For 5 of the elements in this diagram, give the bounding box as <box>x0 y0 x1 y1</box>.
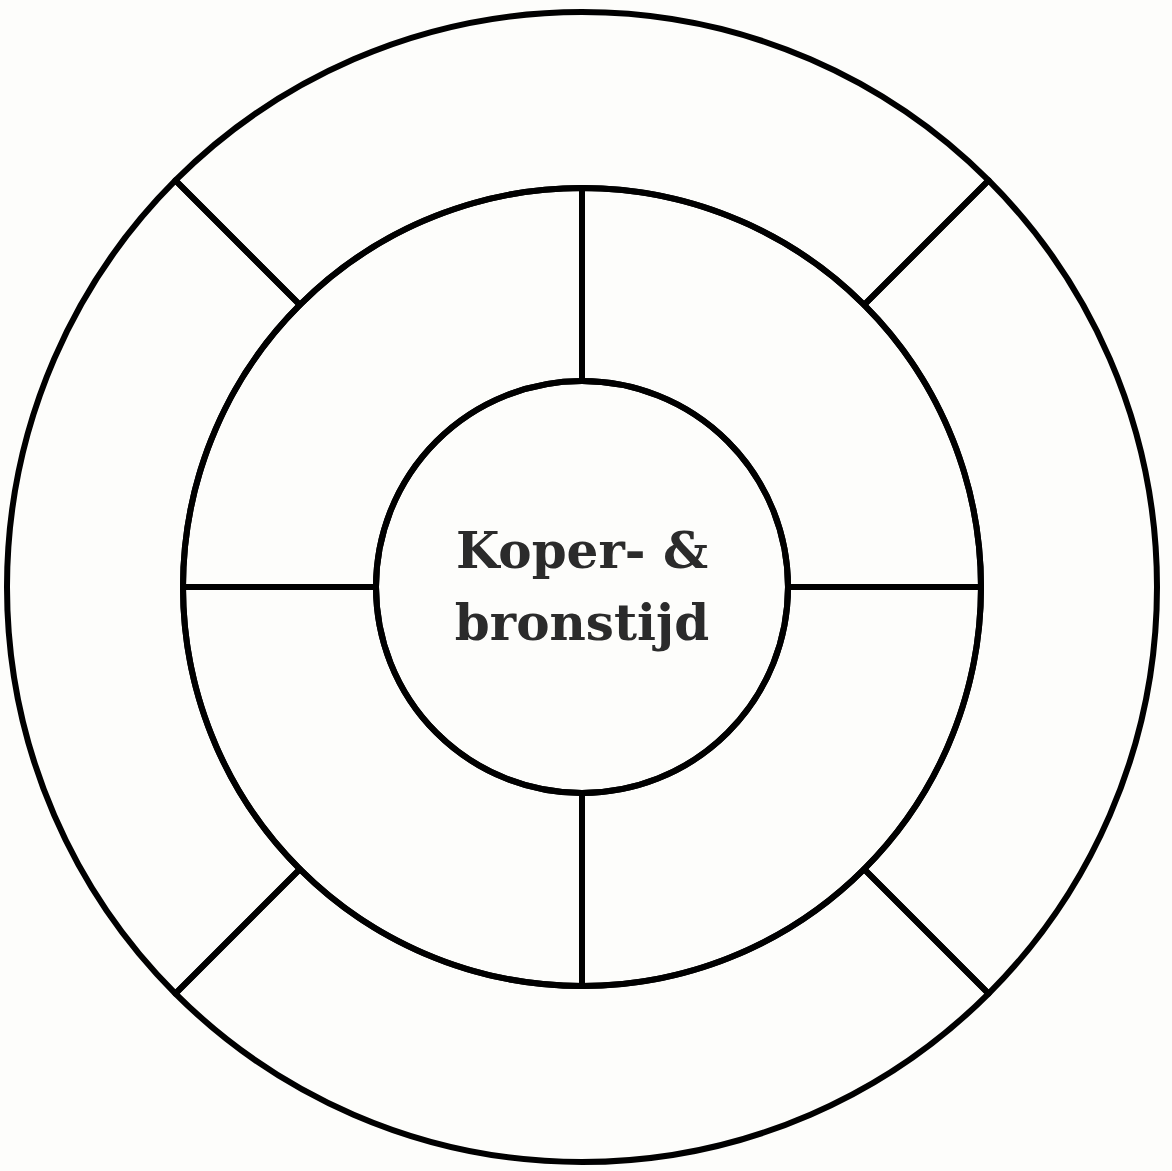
ring-segment <box>172 10 992 308</box>
center-label: Koper- & bronstijd <box>453 519 711 654</box>
ring-segment <box>861 177 1159 997</box>
ring-segment <box>5 177 303 997</box>
ring-segment <box>172 866 992 1164</box>
